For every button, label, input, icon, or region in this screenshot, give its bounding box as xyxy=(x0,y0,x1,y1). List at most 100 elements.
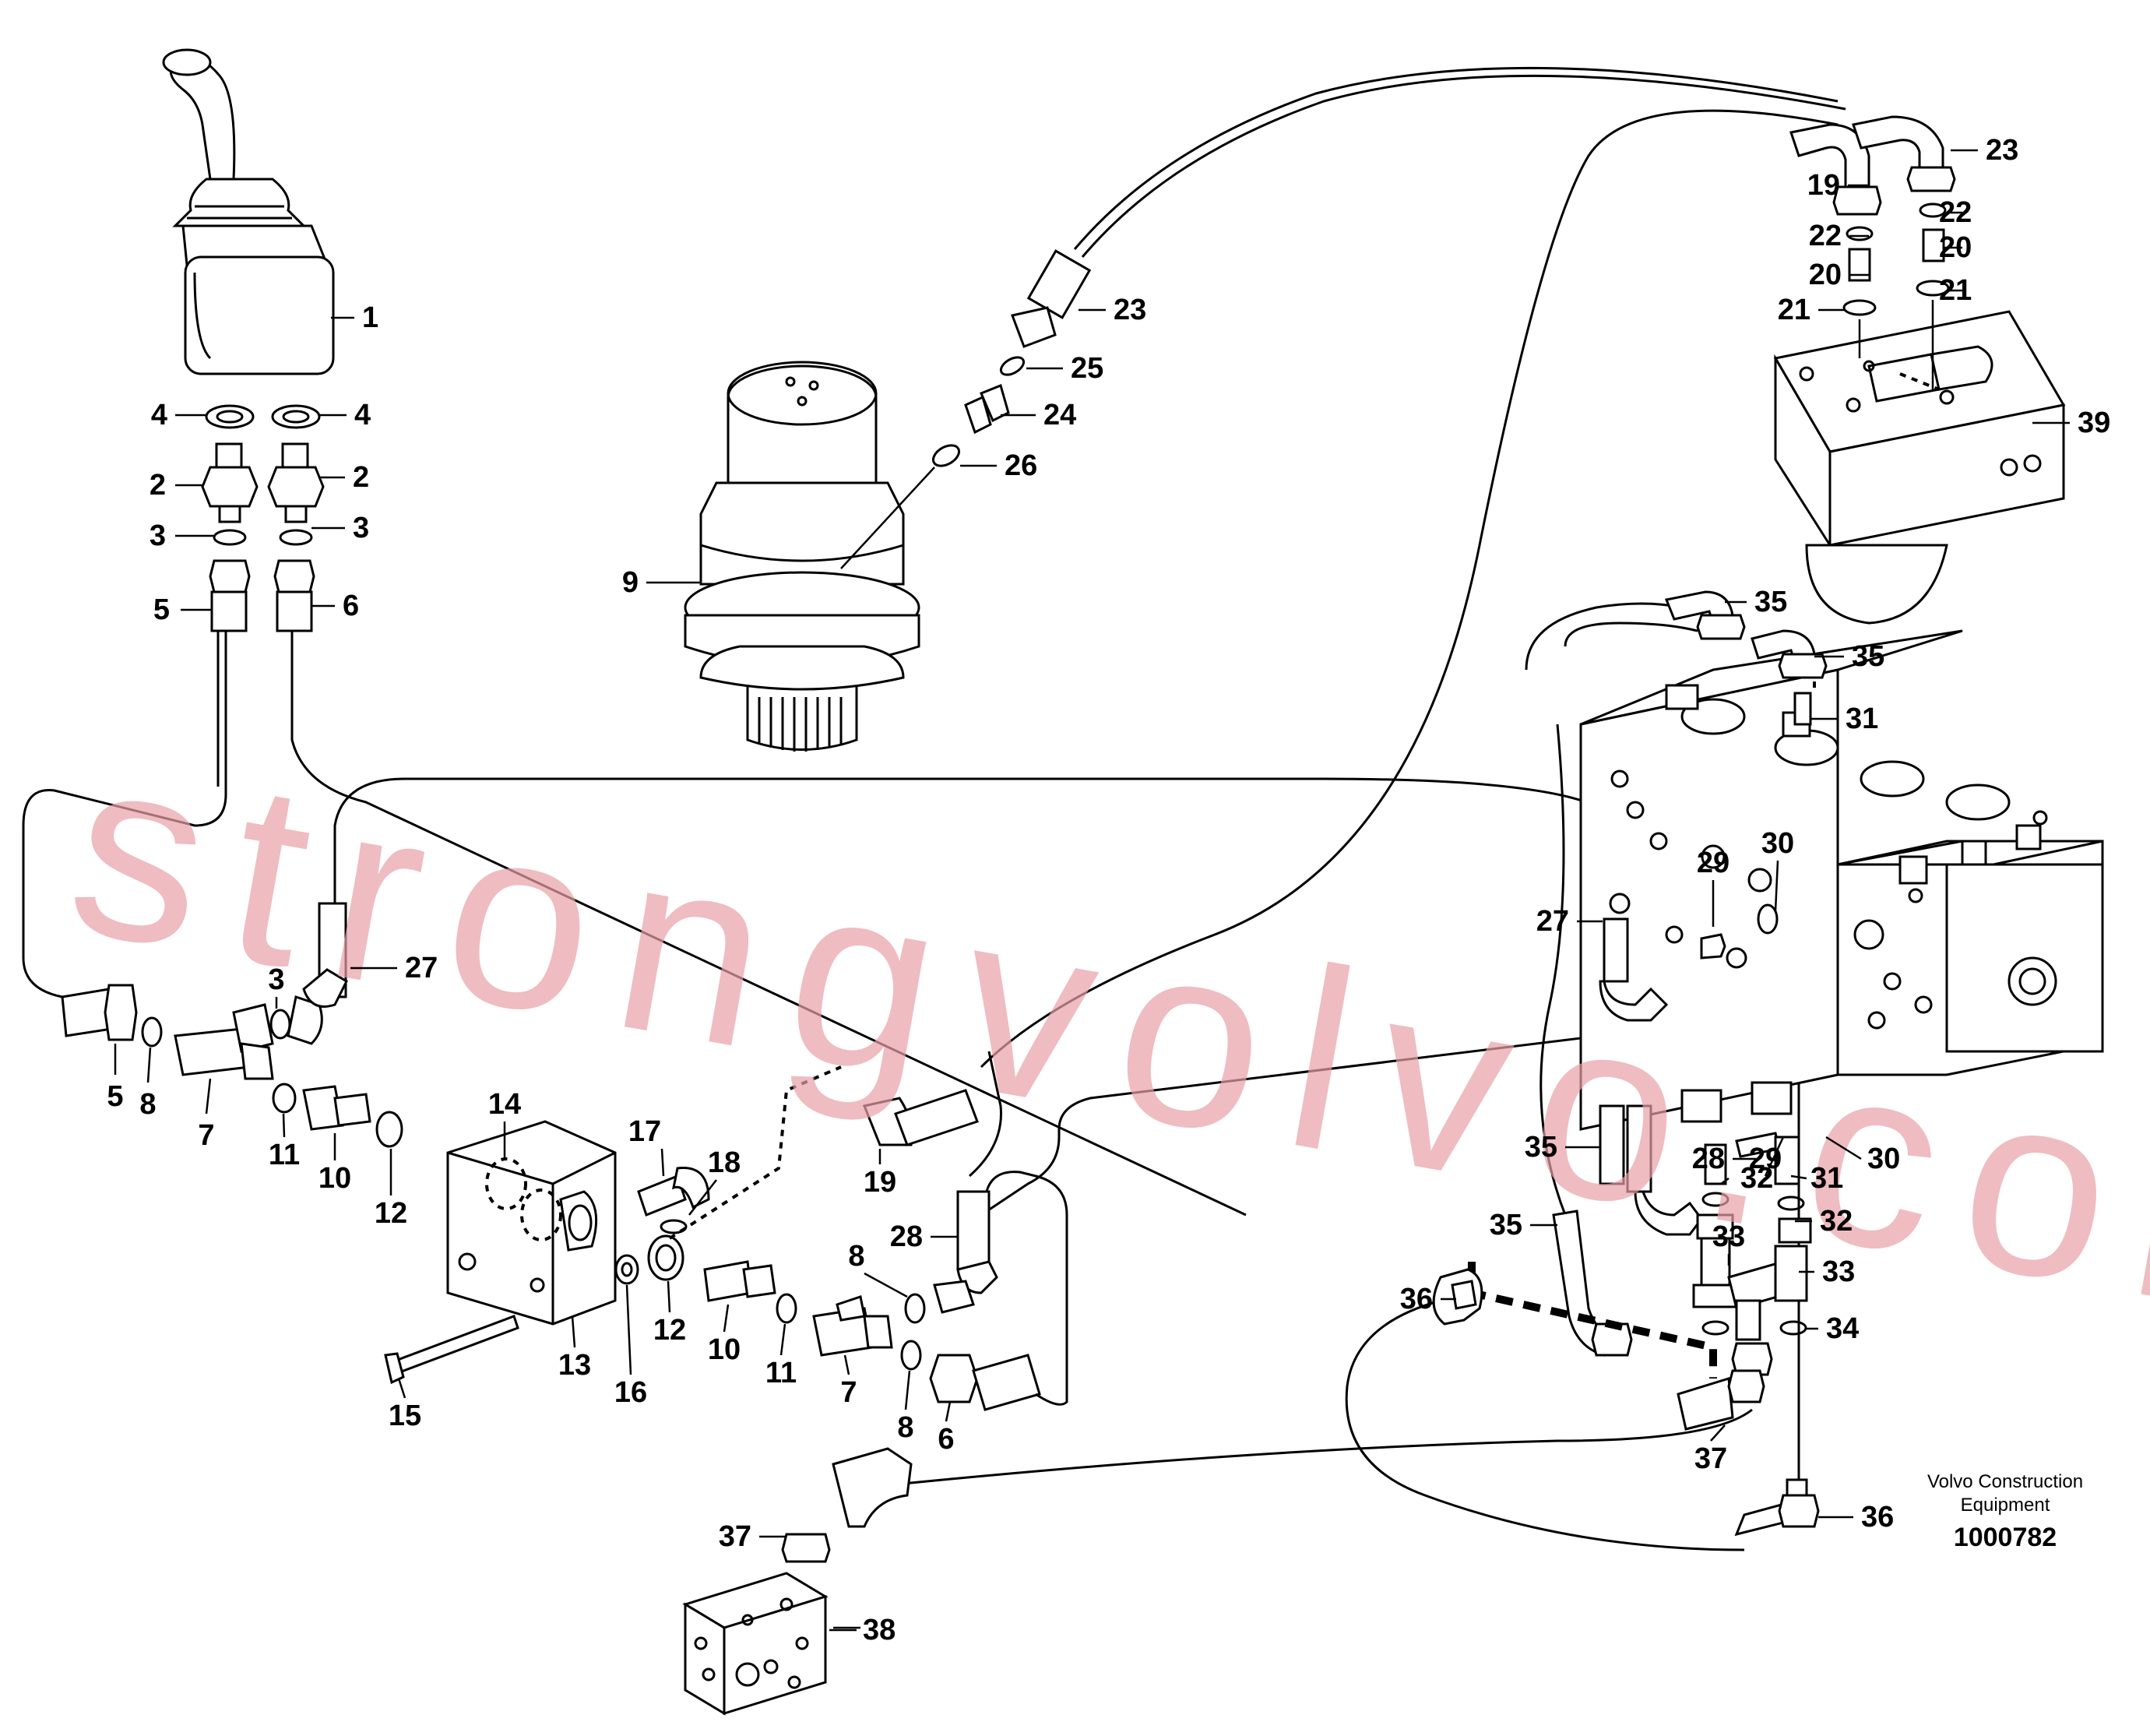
callout-leader-12 xyxy=(667,1280,671,1313)
callout-12: 12 xyxy=(375,1197,407,1230)
callout-10: 10 xyxy=(708,1333,741,1366)
callout-35: 35 xyxy=(1852,640,1884,673)
callout-39: 39 xyxy=(2078,407,2110,439)
callout-leader-31 xyxy=(1790,1174,1807,1180)
manufacturer-line-2: Equipment xyxy=(1961,1495,2050,1516)
callout-leader-7 xyxy=(205,1078,212,1114)
callout-leader-8 xyxy=(904,1370,911,1410)
callout-3: 3 xyxy=(353,512,369,544)
callout-13: 13 xyxy=(558,1349,591,1382)
callout-leader-15 xyxy=(397,1378,406,1399)
callout-7: 7 xyxy=(840,1376,857,1409)
callout-38: 38 xyxy=(863,1614,896,1646)
callout-leader-17 xyxy=(660,1148,665,1177)
callout-8: 8 xyxy=(897,1411,913,1444)
swing-motor-9 xyxy=(684,361,920,752)
callout-11: 11 xyxy=(269,1139,300,1171)
callout-7: 7 xyxy=(198,1119,214,1152)
callout-8: 8 xyxy=(848,1240,864,1273)
callout-16: 16 xyxy=(614,1376,647,1409)
callout-3: 3 xyxy=(150,519,166,552)
callout-9: 9 xyxy=(622,566,639,599)
pilot-valve-39 xyxy=(1773,310,2066,625)
lower-right-hoses xyxy=(1432,1210,1820,1537)
callout-32: 32 xyxy=(1820,1205,1853,1238)
callout-3: 3 xyxy=(268,963,284,996)
left-assembly-lower xyxy=(384,1065,1068,1411)
callout-27: 27 xyxy=(405,952,438,984)
callout-35: 35 xyxy=(1525,1131,1557,1164)
callout-22: 22 xyxy=(1939,196,1972,229)
callout-leader-10 xyxy=(723,1304,730,1333)
callout-34: 34 xyxy=(1826,1312,1859,1345)
callout-leaders xyxy=(114,149,2070,1632)
callout-leader-32 xyxy=(1720,1177,1730,1185)
joystick-fittings xyxy=(201,404,325,632)
callout-27: 27 xyxy=(1536,905,1569,938)
callout-28: 28 xyxy=(890,1220,923,1253)
callout-15: 15 xyxy=(389,1400,421,1432)
callout-leader-37 xyxy=(1710,1424,1726,1442)
valve-top-fittings xyxy=(1664,590,1828,726)
callout-19: 19 xyxy=(1807,169,1840,202)
callout-20: 20 xyxy=(1939,231,1972,264)
callout-36: 36 xyxy=(1861,1501,1894,1534)
callout-22: 22 xyxy=(1809,220,1842,252)
callout-leader-11 xyxy=(779,1323,786,1356)
callout-14: 14 xyxy=(488,1088,521,1121)
callout-2: 2 xyxy=(150,469,166,502)
callout-17: 17 xyxy=(628,1115,661,1148)
callout-35: 35 xyxy=(1490,1209,1522,1241)
callout-6: 6 xyxy=(343,590,359,622)
hose-27-right xyxy=(1599,903,1779,1022)
callout-5: 5 xyxy=(153,593,170,626)
callout-2: 2 xyxy=(353,461,369,494)
callout-29: 29 xyxy=(1697,847,1730,879)
callout-31: 31 xyxy=(1846,702,1878,735)
callout-23: 23 xyxy=(1986,134,2018,167)
pilot-valve-fittings xyxy=(1789,115,1956,389)
callout-leader-13 xyxy=(571,1315,576,1348)
callout-36: 36 xyxy=(1400,1283,1433,1315)
callout-20: 20 xyxy=(1809,259,1842,291)
manifold-38 xyxy=(682,1447,913,1716)
callout-33: 33 xyxy=(1712,1220,1745,1253)
callout-1: 1 xyxy=(362,301,378,334)
callout-leader-30 xyxy=(1825,1136,1862,1160)
callout-29: 29 xyxy=(1749,1143,1782,1175)
callout-4: 4 xyxy=(151,399,167,431)
callout-30: 30 xyxy=(1761,827,1794,860)
callout-28: 28 xyxy=(1692,1143,1725,1175)
callout-24: 24 xyxy=(1043,399,1076,431)
callout-18: 18 xyxy=(708,1146,741,1179)
callout-37: 37 xyxy=(719,1520,751,1553)
callout-19: 19 xyxy=(864,1166,896,1199)
callout-31: 31 xyxy=(1810,1162,1843,1195)
callout-leader-11 xyxy=(282,1113,286,1138)
hose-lines xyxy=(22,66,1846,1551)
callout-leader-29 xyxy=(1764,1136,1785,1177)
callout-5: 5 xyxy=(107,1080,123,1113)
drawing-number: 1000782 xyxy=(1954,1523,2057,1552)
callout-37: 37 xyxy=(1694,1442,1727,1475)
callout-4: 4 xyxy=(354,399,371,431)
joystick-1 xyxy=(162,48,335,375)
callout-leader-30 xyxy=(1774,860,1779,912)
callout-leader-6 xyxy=(945,1401,952,1422)
callout-21: 21 xyxy=(1939,274,1972,307)
swing-motor-fittings xyxy=(840,249,1092,569)
callout-11: 11 xyxy=(765,1357,797,1389)
manufacturer-line-1: Volvo Construction xyxy=(1927,1471,2083,1492)
callout-32: 32 xyxy=(1740,1162,1773,1195)
callout-26: 26 xyxy=(1005,449,1037,482)
title-block: Volvo Construction Equipment 1000782 xyxy=(1927,1471,2083,1552)
left-assembly-upper xyxy=(61,902,403,1148)
callout-23: 23 xyxy=(1114,294,1146,326)
callout-33: 33 xyxy=(1822,1255,1855,1288)
callout-8: 8 xyxy=(139,1088,156,1121)
callout-35: 35 xyxy=(1754,586,1787,618)
callout-leader-18 xyxy=(688,1179,717,1216)
callout-10: 10 xyxy=(318,1162,351,1195)
